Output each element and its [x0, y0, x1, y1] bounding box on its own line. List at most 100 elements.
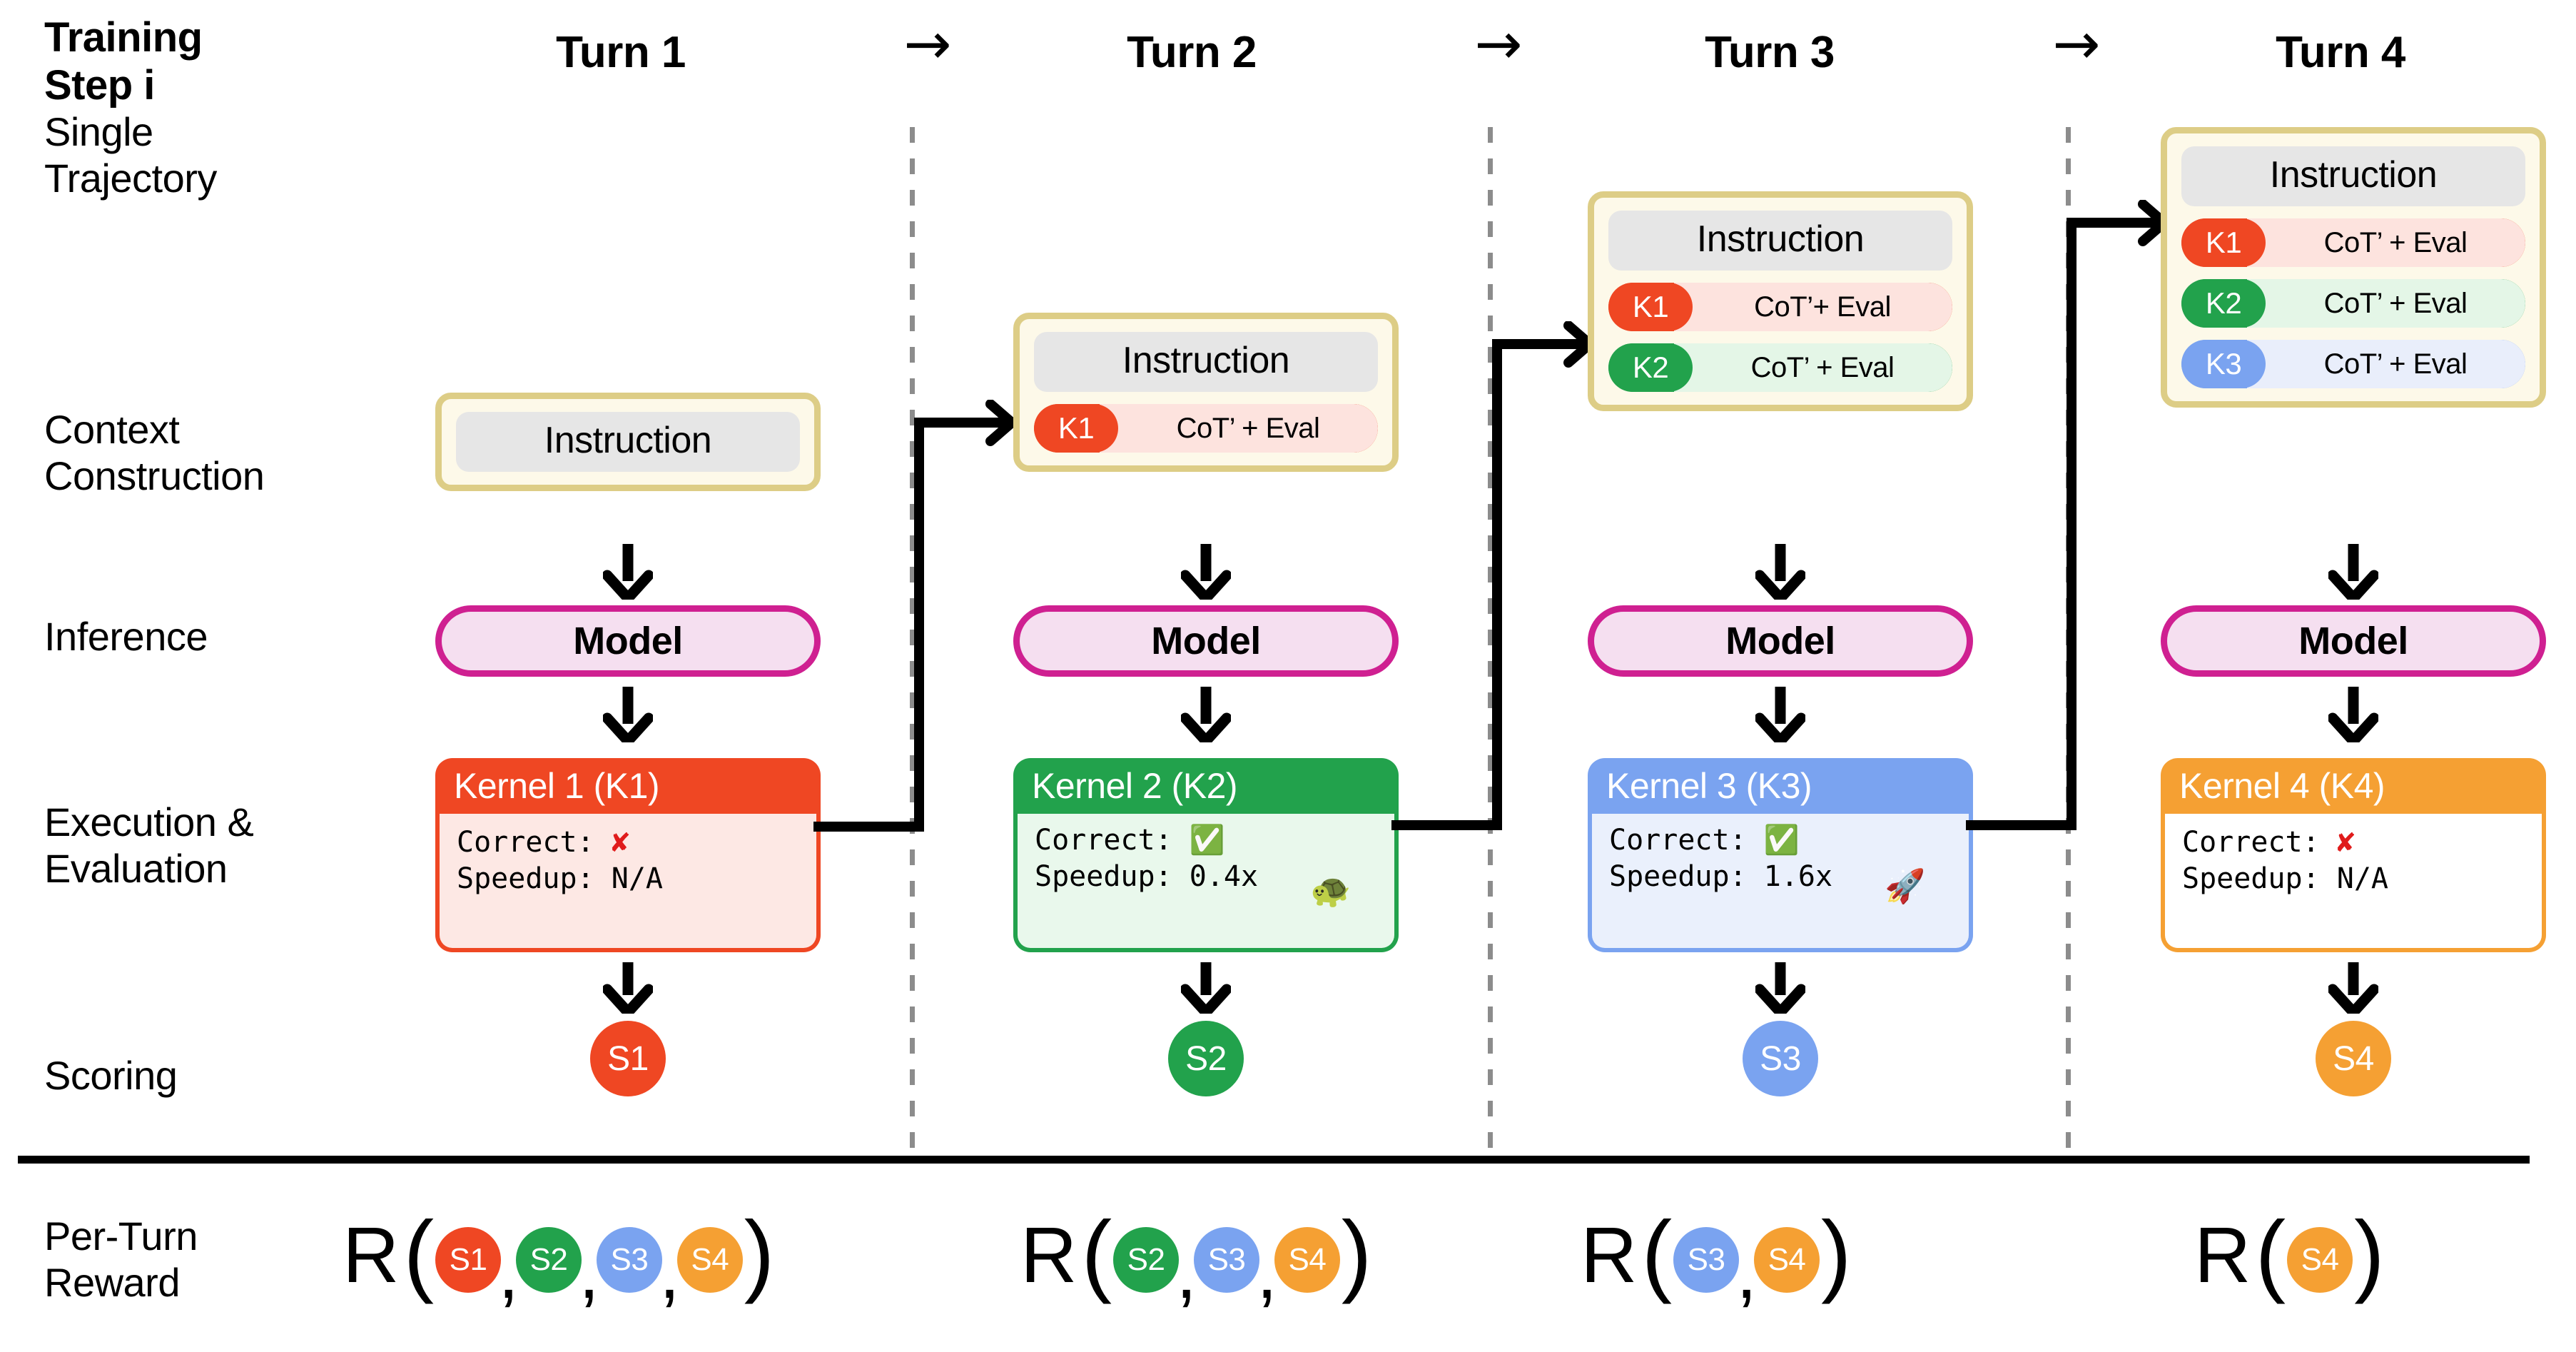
kernel-correct-line-turn-3: Correct: ✅	[1609, 822, 1969, 859]
model-pill-turn-2: Model	[1013, 605, 1399, 677]
kernel-speedup-value-turn-3: 1.6x	[1763, 860, 1833, 894]
turn-header-2: Turn 2	[1127, 28, 1257, 77]
kernel-title-turn-3: Kernel 3 (K3)	[1606, 766, 1812, 806]
reward-paren-open: (	[403, 1203, 435, 1305]
kernel-card-turn-3: Kernel 3 (K3) Correct: ✅ Speedup: 1.6x 🚀	[1588, 758, 1973, 952]
reward-score-circle-s4: S4	[1753, 1227, 1820, 1293]
context-pill-k1-turn-2: K1 CoT’ + Eval	[1034, 404, 1378, 453]
arrow-context-to-model-turn-3	[1755, 544, 1805, 600]
connector-turn-2-to-turn-3	[1391, 321, 1595, 830]
reward-score-circle-s2: S2	[515, 1227, 582, 1293]
kernel-body-turn-2: Correct: ✅ Speedup: 0.4x 🐢	[1018, 814, 1394, 948]
kernel-speedup-line-turn-2: Speedup: 0.4x	[1035, 859, 1394, 895]
score-circle-turn-2: S2	[1168, 1021, 1244, 1096]
context-pill-tag-k1-turn-3: K1	[1608, 283, 1693, 331]
kernel-title-turn-2: Kernel 2 (K2)	[1032, 766, 1238, 806]
kernel-title-turn-1: Kernel 1 (K1)	[454, 766, 660, 806]
score-circle-turn-1: S1	[590, 1021, 666, 1096]
context-box-turn-4: Instruction K1 CoT’ + Eval K2 CoT’ + Eva…	[2161, 127, 2546, 408]
reward-score-circle-s3: S3	[596, 1227, 662, 1293]
title-regular-line: Single Trajectory	[44, 109, 217, 201]
context-pill-k1-turn-3: K1 CoT’+ Eval	[1608, 283, 1952, 331]
section-divider	[18, 1156, 2530, 1164]
kernel-speedup-line-turn-3: Speedup: 1.6x	[1609, 859, 1969, 895]
row-label-per-turn-reward: Per-Turn Reward	[44, 1214, 198, 1305]
model-pill-turn-3: Model	[1588, 605, 1973, 677]
context-pill-text-k1-turn-2: CoT’ + Eval	[1100, 404, 1378, 453]
reward-expression-turn-1: R(S1,S2,S3,S4)	[343, 1209, 774, 1314]
kernel-correct-line-turn-2: Correct: ✅	[1035, 822, 1394, 859]
reward-score-circle-s2: S2	[1113, 1227, 1180, 1293]
reward-paren-close: )	[2354, 1203, 2385, 1305]
kernel-speedup-value-turn-2: 0.4x	[1189, 860, 1259, 894]
reward-comma: ,	[578, 1231, 599, 1314]
context-pill-k2-turn-3: K2 CoT’ + Eval	[1608, 343, 1952, 392]
reward-score-circle-s1: S1	[435, 1227, 502, 1293]
title-bold-line: Training Step i	[44, 14, 203, 109]
column-separator-1	[910, 127, 915, 1149]
reward-function-letter: R	[1020, 1211, 1077, 1299]
rocket-icon-turn-3: 🚀	[1885, 867, 1926, 905]
kernel-title-turn-4: Kernel 4 (K4)	[2179, 766, 2385, 806]
kernel-correct-label-turn-3: Correct:	[1609, 824, 1747, 857]
score-circle-turn-3: S3	[1743, 1021, 1818, 1096]
connector-turn-3-to-turn-4	[1966, 200, 2169, 830]
kernel-correct-line-turn-4: Correct: ✘	[2182, 822, 2542, 861]
context-box-turn-2: Instruction K1 CoT’ + Eval	[1013, 313, 1399, 472]
context-pill-text-k3-turn-4: CoT’ + Eval	[2247, 340, 2525, 388]
kernel-speedup-label-turn-3: Speedup:	[1609, 860, 1747, 894]
reward-score-circle-s4: S4	[1274, 1227, 1340, 1293]
arrow-kernel-to-score-turn-3	[1755, 962, 1805, 1014]
reward-paren-open: (	[2255, 1203, 2286, 1305]
cross-mark-icon-turn-4: ✘	[2336, 824, 2356, 859]
reward-paren-open: (	[1641, 1203, 1673, 1305]
model-pill-turn-1: Model	[435, 605, 821, 677]
instruction-chip-turn-2: Instruction	[1034, 332, 1378, 392]
arrow-context-to-model-turn-1	[603, 544, 653, 600]
row-label-inference: Inference	[44, 614, 208, 659]
arrow-model-to-kernel-turn-2	[1181, 687, 1231, 742]
turn-transition-arrow-1-icon: →	[903, 11, 952, 77]
context-box-turn-1: Instruction	[435, 393, 821, 491]
context-pill-tag-k2-turn-4: K2	[2181, 279, 2266, 328]
reward-expression-turn-3: R(S3,S4)	[1581, 1209, 1852, 1311]
kernel-card-turn-2: Kernel 2 (K2) Correct: ✅ Speedup: 0.4x 🐢	[1013, 758, 1399, 952]
arrow-kernel-to-score-turn-1	[603, 962, 653, 1014]
reward-paren-close: )	[1341, 1203, 1372, 1305]
arrow-context-to-model-turn-4	[2328, 544, 2378, 600]
context-pill-k1-turn-4: K1 CoT’ + Eval	[2181, 218, 2525, 267]
kernel-card-turn-4: Kernel 4 (K4) Correct: ✘ Speedup: N/A	[2161, 758, 2546, 952]
arrow-model-to-kernel-turn-3	[1755, 687, 1805, 742]
connector-turn-1-to-turn-2	[813, 400, 1017, 832]
reward-score-circle-s4: S4	[676, 1227, 743, 1293]
arrow-kernel-to-score-turn-2	[1181, 962, 1231, 1014]
row-label-context-construction: Context Construction	[44, 407, 265, 498]
turn-header-3: Turn 3	[1705, 28, 1835, 77]
row-label-execution-evaluation: Execution & Evaluation	[44, 799, 254, 891]
check-mark-icon-turn-2: ✅	[1189, 824, 1225, 857]
reward-paren-open: (	[1081, 1203, 1112, 1305]
page-title: Training Step i Single Trajectory	[44, 14, 415, 202]
kernel-speedup-label-turn-2: Speedup:	[1035, 860, 1172, 894]
kernel-speedup-line-turn-4: Speedup: N/A	[2182, 861, 2542, 897]
context-pill-tag-k1-turn-2: K1	[1034, 404, 1118, 453]
context-pill-k2-turn-4: K2 CoT’ + Eval	[2181, 279, 2525, 328]
reward-expression-turn-2: R(S2,S3,S4)	[1020, 1209, 1372, 1314]
context-pill-text-k2-turn-4: CoT’ + Eval	[2247, 279, 2525, 328]
model-pill-turn-4: Model	[2161, 605, 2546, 677]
turn-header-1: Turn 1	[556, 28, 686, 77]
turn-transition-arrow-2-icon: →	[1474, 11, 1523, 77]
reward-function-letter: R	[343, 1211, 400, 1299]
kernel-body-turn-1: Correct: ✘ Speedup: N/A	[440, 814, 816, 948]
row-label-scoring: Scoring	[44, 1053, 178, 1098]
arrow-model-to-kernel-turn-1	[603, 687, 653, 742]
context-pill-text-k1-turn-3: CoT’+ Eval	[1674, 283, 1952, 331]
kernel-speedup-label-turn-4: Speedup:	[2182, 862, 2320, 896]
reward-score-circle-s3: S3	[1673, 1227, 1740, 1293]
turn-transition-arrow-3-icon: →	[2052, 11, 2101, 77]
reward-comma: ,	[498, 1231, 519, 1314]
turtle-icon-turn-2: 🐢	[1310, 871, 1352, 909]
arrow-model-to-kernel-turn-4	[2328, 687, 2378, 742]
turn-header-4: Turn 4	[2276, 28, 2405, 77]
reward-comma: ,	[1176, 1231, 1197, 1314]
